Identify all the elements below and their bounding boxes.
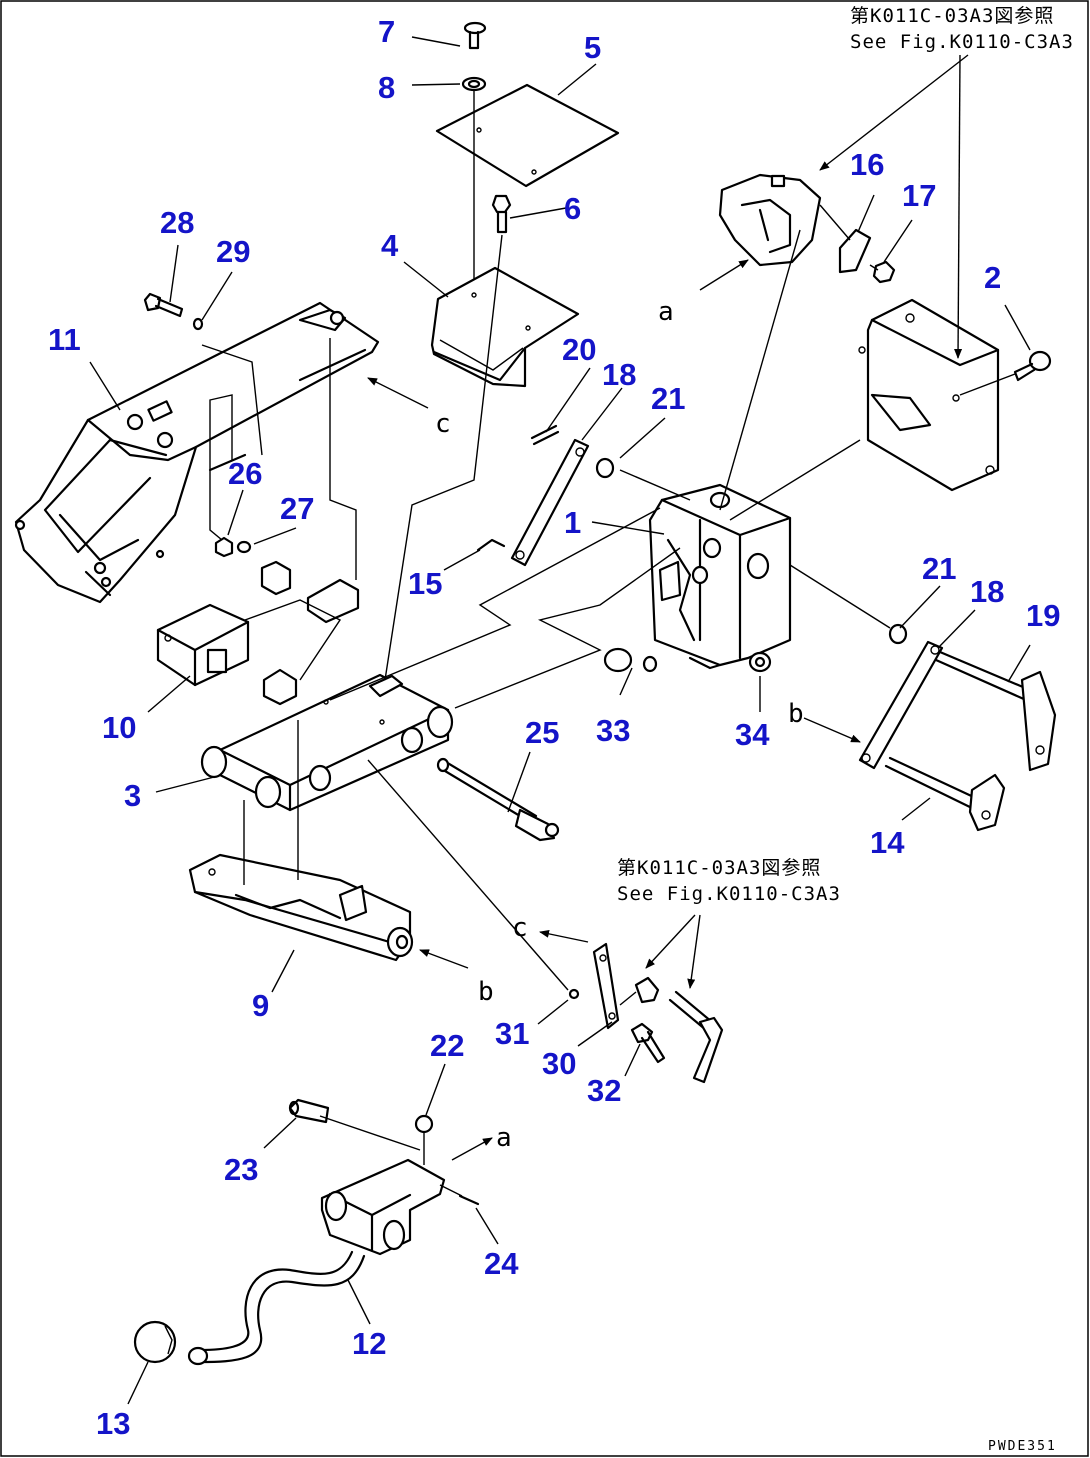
part-cover-cap	[718, 173, 822, 267]
callout-20: 20	[562, 332, 596, 367]
callout-14: 14	[870, 825, 905, 860]
letter-a-lower: a	[496, 1123, 512, 1153]
part-1-bracket	[648, 483, 792, 670]
callout-12: 12	[352, 1326, 386, 1361]
part-11-frame	[14, 301, 380, 604]
part-14-lever	[884, 756, 1006, 832]
part-31-pin	[568, 988, 580, 1000]
callout-26: 26	[228, 456, 262, 491]
letter-a-upper: a	[658, 297, 674, 327]
part-7-bolt	[463, 21, 487, 50]
part-22-washer	[414, 1114, 434, 1134]
callout-30: 30	[542, 1046, 576, 1081]
part-29-washer	[192, 317, 204, 331]
part-10-bracket	[156, 603, 250, 687]
reference-arrows	[367, 54, 969, 1161]
part-4-bracket	[430, 266, 580, 388]
part-3-pedal	[200, 668, 454, 812]
assembly-lines	[201, 90, 1016, 1197]
ref-top-en: See Fig.K0110-C3A3	[850, 31, 1074, 53]
part-block	[260, 560, 360, 624]
drawing-code: PWDE351	[988, 1439, 1057, 1454]
part-33-bush	[603, 647, 658, 673]
callout-2: 2	[984, 260, 1001, 295]
callout-23: 23	[224, 1152, 258, 1187]
ref-mid-en: See Fig.K0110-C3A3	[617, 883, 841, 905]
callout-24: 24	[484, 1246, 519, 1281]
callout-10: 10	[102, 710, 136, 745]
callout-19: 19	[1026, 598, 1060, 633]
callout-9: 9	[252, 988, 269, 1023]
callout-28: 28	[160, 205, 194, 240]
part-28-bolt	[143, 292, 184, 318]
callout-18-upper: 18	[602, 357, 636, 392]
callout-6: 6	[564, 191, 581, 226]
callout-3: 3	[124, 778, 141, 813]
callout-25: 25	[525, 715, 559, 750]
part-32-bolt	[630, 1022, 666, 1064]
part-15-pin	[476, 538, 506, 552]
part-24-pin	[458, 1194, 480, 1206]
part-17-nut	[872, 260, 896, 284]
part-18-link-lower	[858, 640, 944, 770]
part-23-pin	[288, 1098, 330, 1124]
callout-21-lower: 21	[922, 551, 956, 586]
callout-15: 15	[408, 566, 442, 601]
part-6-bolt	[491, 194, 512, 234]
reference-notes: 第K011C-03A3図参照 See Fig.K0110-C3A3 第K011C…	[617, 5, 1074, 905]
callout-32: 32	[587, 1073, 621, 1108]
callout-4: 4	[381, 228, 399, 263]
part-16-gasket	[838, 228, 872, 274]
callout-21-upper: 21	[651, 381, 685, 416]
letter-b-right: b	[788, 699, 804, 729]
callout-8: 8	[378, 70, 395, 105]
view-letters: a a b b c c	[435, 297, 804, 1153]
part-8-washer	[461, 76, 487, 92]
callout-34: 34	[735, 717, 770, 752]
callout-29: 29	[216, 234, 250, 269]
part-34-bush	[748, 651, 772, 673]
callout-27: 27	[280, 491, 314, 526]
part-12-lever	[187, 1158, 446, 1366]
part-5-plate	[435, 83, 620, 188]
part-27-nut	[236, 540, 252, 554]
callout-5: 5	[584, 30, 601, 65]
part-21-washer-upper	[595, 457, 615, 479]
part-25-rod	[436, 757, 560, 842]
letter-c-lower: c	[512, 913, 528, 943]
callout-1: 1	[564, 505, 581, 540]
ref-mid-jp: 第K011C-03A3図参照	[617, 857, 821, 879]
letter-b-left: b	[478, 977, 494, 1007]
callout-17: 17	[902, 178, 936, 213]
letter-c-upper: c	[435, 409, 451, 439]
part-2-bolt	[1013, 350, 1052, 382]
callout-13: 13	[96, 1406, 130, 1441]
part-9-lever	[188, 853, 414, 962]
part-13-knob	[133, 1320, 177, 1364]
part-30-link	[592, 942, 620, 1030]
linkage-arm	[634, 976, 724, 1084]
callout-31: 31	[495, 1016, 529, 1051]
part-18-link-upper	[510, 438, 590, 567]
callout-leaders	[89, 36, 1031, 1405]
callout-18-lower: 18	[970, 574, 1004, 609]
ref-top-jp: 第K011C-03A3図参照	[850, 5, 1054, 27]
part-19-lever	[934, 650, 1057, 772]
callout-16: 16	[850, 147, 884, 182]
part-21-washer-lower	[888, 623, 908, 645]
part-20-pin	[530, 424, 560, 446]
callout-7: 7	[378, 14, 395, 49]
part-26-nut	[214, 536, 234, 558]
callout-11: 11	[48, 322, 81, 357]
callout-22: 22	[430, 1028, 464, 1063]
callout-33: 33	[596, 713, 630, 748]
part-2-bracket	[858, 298, 1000, 492]
callout-numbers: 7 8 5 6 4 16 17 2 28 29 11 20 18 21 26 2…	[48, 14, 1060, 1441]
